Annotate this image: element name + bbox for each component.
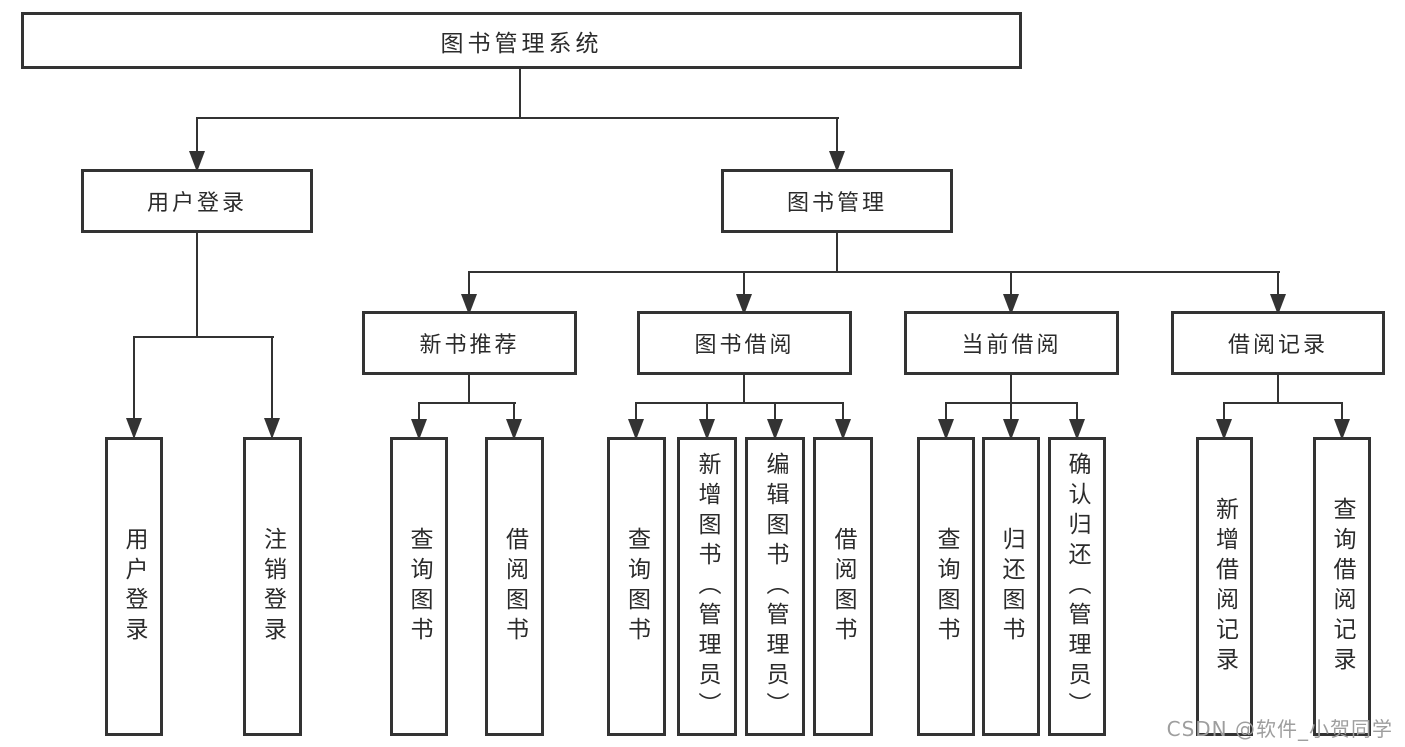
arrow-down-icon [133, 336, 135, 439]
leaf-user-login: 用户登录 [105, 437, 163, 736]
edge-book-trunk [836, 231, 838, 273]
leaf-confirm-return-admin: 确认归还（管理员） [1048, 437, 1106, 736]
arrow-down-icon [635, 402, 637, 440]
edge-user-bar [133, 336, 274, 338]
arrow-down-icon [945, 402, 947, 440]
edge-book-bar [468, 271, 1280, 273]
arrow-down-icon [271, 336, 273, 439]
node-library-system: 图书管理系统 [21, 12, 1022, 69]
arrow-down-icon [196, 117, 198, 172]
edge-recommend-bar [418, 402, 516, 404]
edge-borrow-trunk [743, 373, 745, 404]
leaf-recommend-borrow-books: 借阅图书 [485, 437, 544, 736]
leaf-add-book-admin: 新增图书（管理员） [677, 437, 737, 736]
arrow-down-icon [513, 402, 515, 440]
arrow-down-icon [1010, 271, 1012, 315]
arrow-down-icon [774, 402, 776, 440]
leaf-query-borrow-record: 查询借阅记录 [1313, 437, 1371, 736]
node-user-login: 用户登录 [81, 169, 313, 233]
leaf-edit-book-admin: 编辑图书（管理员） [745, 437, 805, 736]
arrow-down-icon [1010, 402, 1012, 440]
csdn-watermark: CSDN @软件_小贺同学 [1166, 717, 1393, 741]
edge-root-bar [196, 117, 839, 119]
leaf-recommend-query-books: 查询图书 [390, 437, 448, 736]
node-new-book-recommend: 新书推荐 [362, 311, 577, 375]
arrow-down-icon [706, 402, 708, 440]
leaf-logout: 注销登录 [243, 437, 302, 736]
edge-user-trunk [196, 231, 198, 338]
node-book-borrow: 图书借阅 [637, 311, 852, 375]
node-current-borrow: 当前借阅 [904, 311, 1119, 375]
arrow-down-icon [1341, 402, 1343, 440]
edge-recommend-trunk [468, 373, 470, 404]
arrow-down-icon [418, 402, 420, 440]
leaf-borrow-query-books: 查询图书 [607, 437, 666, 736]
edge-root-trunk [519, 66, 521, 119]
edge-current-trunk [1010, 373, 1012, 404]
node-borrow-records: 借阅记录 [1171, 311, 1385, 375]
leaf-current-query-books: 查询图书 [917, 437, 975, 736]
arrow-down-icon [1223, 402, 1225, 440]
edge-records-bar [1223, 402, 1343, 404]
edge-records-trunk [1277, 373, 1279, 404]
arrow-down-icon [836, 117, 838, 172]
arrow-down-icon [743, 271, 745, 315]
arrow-down-icon [1277, 271, 1279, 315]
arrow-down-icon [1076, 402, 1078, 440]
arrow-down-icon [468, 271, 470, 315]
leaf-return-book: 归还图书 [982, 437, 1040, 736]
edge-borrow-bar [635, 402, 844, 404]
arrow-down-icon [842, 402, 844, 440]
leaf-add-borrow-record: 新增借阅记录 [1196, 437, 1253, 736]
leaf-borrow-books: 借阅图书 [813, 437, 873, 736]
node-book-management: 图书管理 [721, 169, 953, 233]
